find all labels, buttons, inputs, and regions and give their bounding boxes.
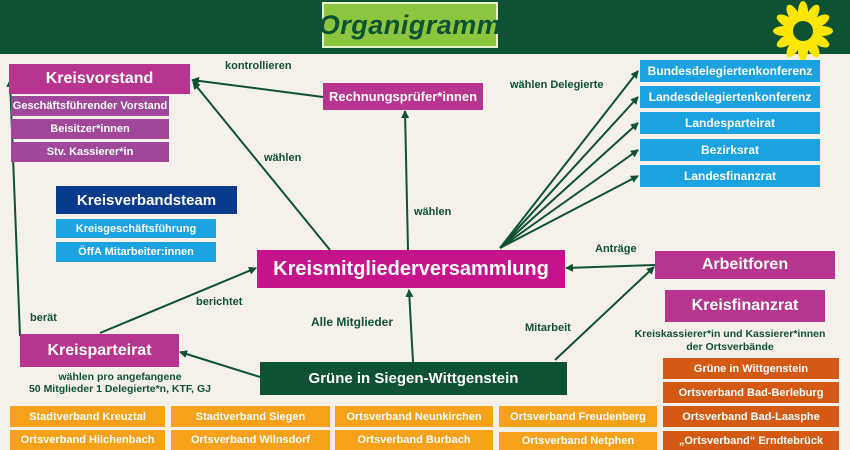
- kreismitgliederversammlung-box: Kreismitgliederversammlung: [257, 250, 565, 288]
- wittgenstein-box: Ortsverband Bad-Laasphe: [663, 406, 839, 427]
- label-berichtet: berichtet: [196, 296, 243, 308]
- ortsverband-box: Ortsverband Netphen: [499, 432, 657, 450]
- kreisverbandsteam-item: ÖffA Mitarbeiter:innen: [56, 242, 216, 262]
- label-mitarbeit: Mitarbeit: [525, 322, 571, 334]
- ortsverband-box: Ortsverband Burbach: [335, 430, 493, 450]
- delegate-box: Landesdelegiertenkonferenz: [640, 86, 820, 108]
- label-waehlen: wählen: [264, 152, 302, 164]
- gruene-siegen-wittgenstein-box: Grüne in Siegen-Wittgenstein: [260, 362, 567, 395]
- kreisfinanzrat-note: Kreiskassierer*in und Kassierer*innen: [634, 328, 826, 340]
- label-antraege: Anträge: [595, 243, 637, 255]
- wittgenstein-box: „Ortsverband“ Erndtebrück: [663, 431, 839, 450]
- kreisvorstand-box: Kreisvorstand: [9, 64, 190, 94]
- ortsverband-box: Ortsverband Freudenberg: [499, 406, 657, 427]
- kreisverbandsteam-box: Kreisverbandsteam: [56, 186, 237, 214]
- kreisvorstand-item: Stv. Kassierer*in: [11, 142, 169, 162]
- ortsverband-box: Stadtverband Kreuztal: [10, 406, 165, 427]
- label-kontrollieren: kontrollieren: [225, 60, 292, 72]
- sunflower-icon: [773, 1, 833, 61]
- kreisverbandsteam-item: Kreisgeschäftsführung: [56, 219, 216, 238]
- wittgenstein-box: Ortsverband Bad-Berleburg: [663, 382, 839, 403]
- ortsverband-box: Ortsverband Hilchenbach: [10, 430, 165, 450]
- label-beraet: berät: [30, 312, 57, 324]
- label-alle-mitglieder: Alle Mitglieder: [311, 315, 394, 329]
- ortsverband-box: Stadtverband Siegen: [171, 406, 330, 427]
- kreisvorstand-item: Geschäftsführender Vorstand: [11, 96, 169, 116]
- arbeitforen-box: Arbeitforen: [655, 251, 835, 279]
- rechnungspruefer-box: Rechnungsprüfer*innen: [323, 83, 483, 110]
- ortsverband-box: Ortsverband Neunkirchen: [335, 406, 493, 427]
- delegate-box: Landesparteirat: [640, 112, 820, 134]
- kreisparteirat-note: wählen pro angefangene: [58, 371, 182, 383]
- kreisparteirat-note: 50 Mitglieder 1 Delegierte*n, KTF, GJ: [28, 383, 212, 395]
- kreisfinanzrat-box: Kreisfinanzrat: [665, 290, 825, 322]
- label-waehlen: wählen: [414, 206, 452, 218]
- label-waehlen-delegierte: wählen Delegierte: [510, 79, 604, 91]
- delegate-box: Landesfinanzrat: [640, 165, 820, 187]
- kreisvorstand-item: Beisitzer*innen: [11, 119, 169, 139]
- delegate-box: Bezirksrat: [640, 139, 820, 161]
- ortsverband-box: Ortsverband Wilnsdorf: [171, 430, 330, 450]
- wittgenstein-box: Grüne in Wittgenstein: [663, 358, 839, 379]
- kreisparteirat-box: Kreisparteirat: [20, 334, 179, 367]
- delegate-box: Bundesdelegiertenkonferenz: [640, 60, 820, 82]
- kreisfinanzrat-note: der Ortsverbände: [686, 341, 774, 353]
- page-title: Organigramm: [319, 2, 501, 48]
